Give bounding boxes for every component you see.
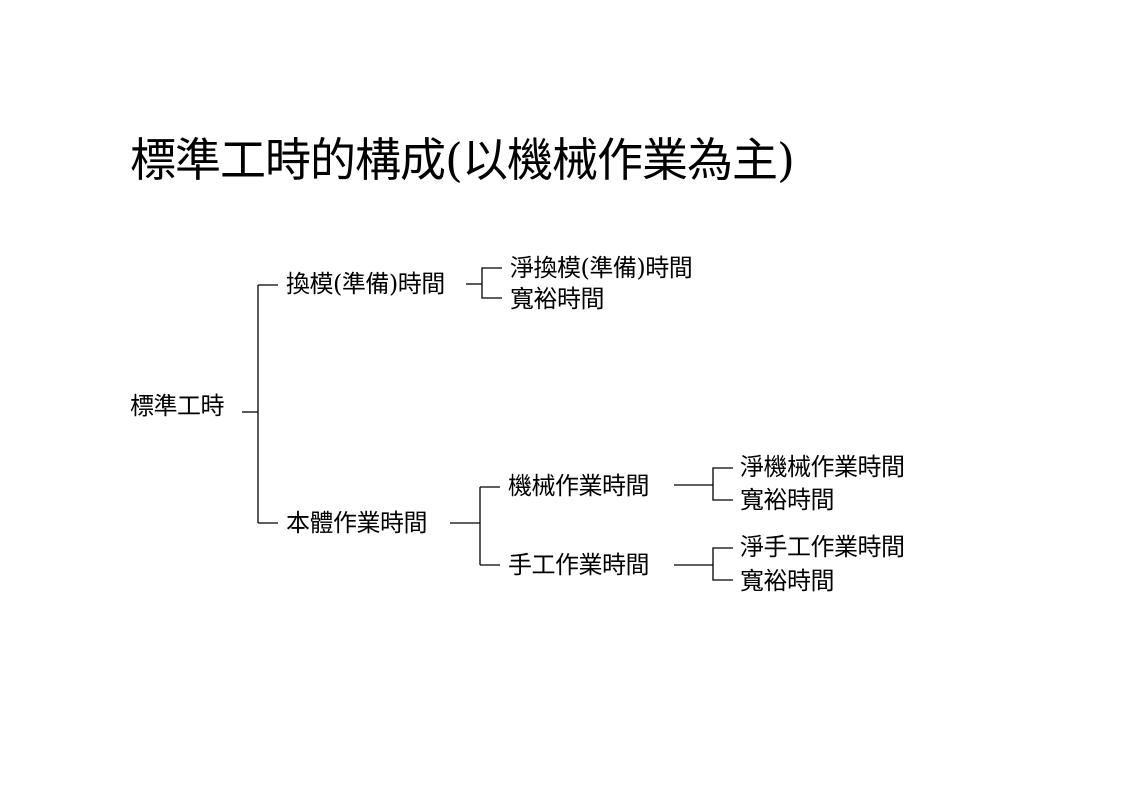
node-manual-work-time: 手工作業時間 [508,551,650,579]
node-net-machine-work-time: 淨機械作業時間 [740,453,905,481]
connector-manual-bracket [712,547,733,581]
node-setup-time: 換模(準備)時間 [286,270,445,298]
node-net-manual-work-time: 淨手工作業時間 [740,533,905,561]
connector-setup-bracket [481,267,502,299]
node-body-work-time: 本體作業時間 [286,509,428,537]
node-setup-allowance: 寬裕時間 [510,285,605,313]
node-manual-allowance: 寬裕時間 [740,567,835,595]
node-machine-allowance: 寬裕時間 [740,486,835,514]
node-machine-work-time: 機械作業時間 [508,472,650,500]
node-net-setup-time: 淨換模(準備)時間 [510,254,693,282]
node-standard-time: 標準工時 [130,392,225,420]
connector-machine-bracket [712,467,733,501]
page-title: 標準工時的構成(以機械作業為主) [130,133,795,187]
